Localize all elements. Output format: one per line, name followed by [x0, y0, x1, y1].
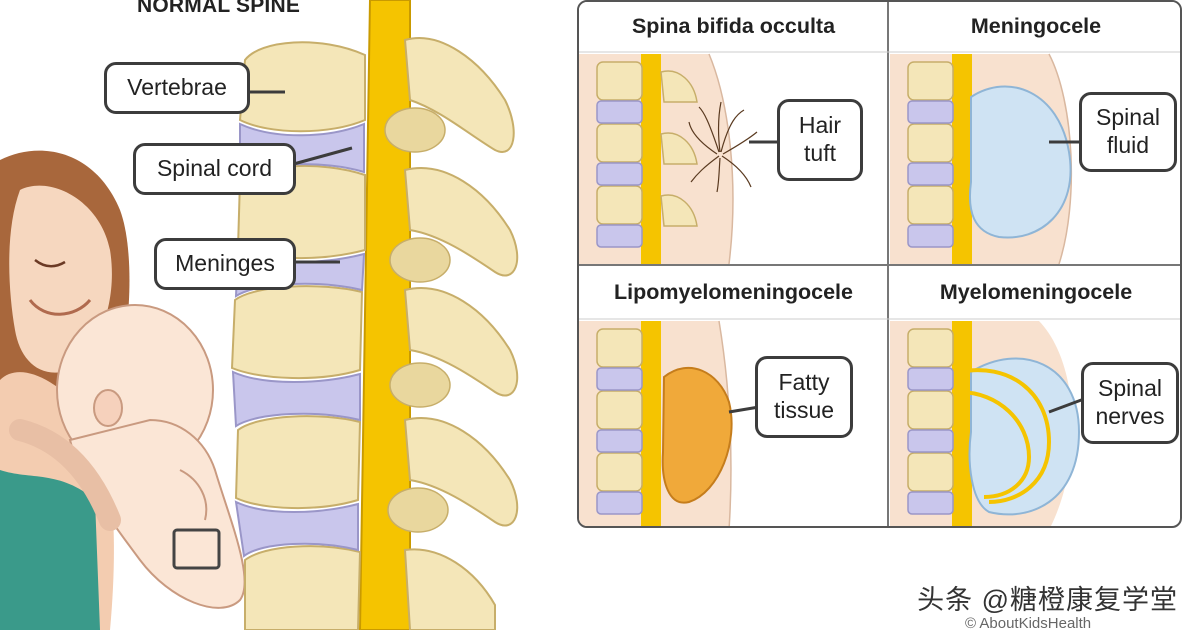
- meningocele-sac: [969, 85, 1072, 239]
- panel-title-spina-bifida-occulta: Spina bifida occulta: [631, 14, 836, 38]
- hair-tuft: [688, 101, 758, 193]
- panel-title-myelomeningocele: Myelomeningocele: [939, 280, 1133, 304]
- spinal-nerves-label-line1: Spinal: [1098, 375, 1162, 402]
- spinal-fluid-label-line1: Spinal: [1096, 104, 1160, 131]
- fatty-tissue-label-line2: tissue: [773, 397, 835, 423]
- watermark: 头条 @糖橙康复学堂: [917, 585, 1178, 615]
- panel-spine-3: [596, 321, 661, 526]
- fatty-tissue-label: Fatty tissue: [755, 356, 853, 438]
- normal-spine-illustration: [230, 0, 519, 630]
- hair-tuft-label-line1: Hair: [798, 112, 842, 139]
- panel-spine-1: [596, 54, 698, 264]
- hair-tuft-label-line2: tuft: [804, 140, 836, 166]
- fatty-tissue-label-line1: Fatty: [778, 369, 830, 396]
- vertebrae-label: Vertebrae: [104, 62, 250, 114]
- spinal-nerves-label: Spinal nerves: [1081, 362, 1179, 444]
- normal-spine-title: NORMAL SPINE: [137, 0, 301, 17]
- spinal-nerves-label-line2: nerves: [1095, 403, 1165, 429]
- panel-spine-4: [907, 321, 972, 526]
- credit-text: © AboutKidsHealth: [965, 615, 1092, 632]
- spinal-cord-label-text: Spinal cord: [156, 155, 273, 182]
- spinal-fluid-label: Spinal fluid: [1079, 92, 1177, 172]
- hair-tuft-label: Hair tuft: [777, 99, 863, 181]
- meninges-label-text: Meninges: [175, 250, 275, 277]
- location-marker: [172, 528, 221, 570]
- spinal-cord-label: Spinal cord: [133, 143, 296, 195]
- panel-spine-2: [907, 54, 972, 264]
- meninges-label: Meninges: [154, 238, 296, 290]
- baby-figure: [9, 304, 246, 609]
- fatty-tissue: [661, 366, 733, 504]
- vertebrae-label-text: Vertebrae: [127, 74, 227, 101]
- panel-title-meningocele: Meningocele: [970, 14, 1102, 38]
- panels-illustration: [579, 2, 1180, 526]
- panel-title-lipomyelomeningocele: Lipomyelomeningocele: [614, 280, 853, 304]
- spinal-fluid-label-line2: fluid: [1106, 132, 1150, 158]
- spina-bifida-types-grid: Spina bifida occulta Meningocele Lipomye…: [577, 0, 1182, 528]
- spinal-nerves: [958, 368, 1052, 504]
